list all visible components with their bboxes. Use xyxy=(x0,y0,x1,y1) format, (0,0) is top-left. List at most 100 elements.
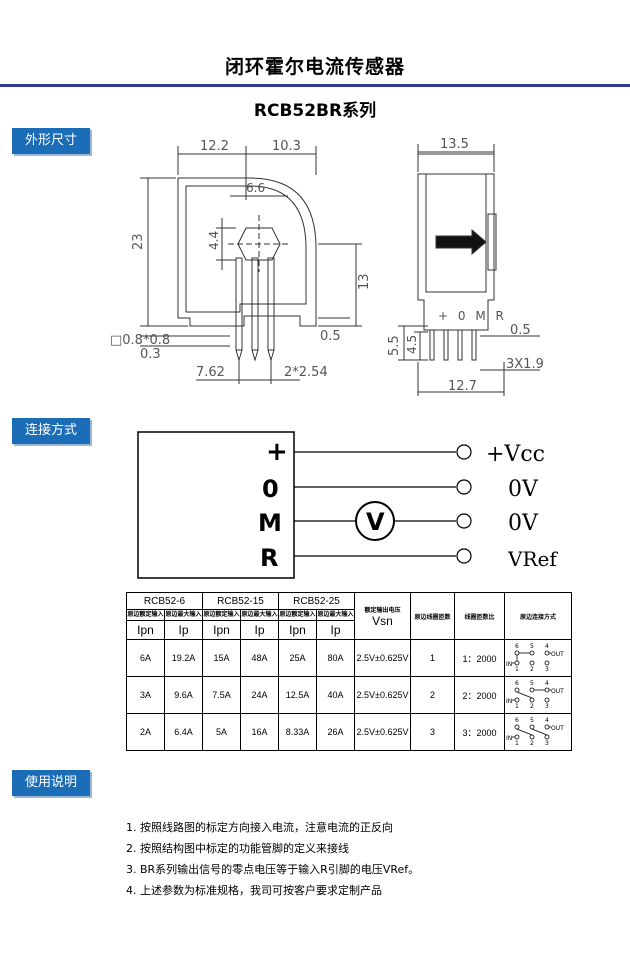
voltmeter-label: V xyxy=(366,508,385,536)
symbol-ip: Ip xyxy=(240,620,279,640)
group-rcb52-25: RCB52-25 xyxy=(278,592,355,610)
note-item: 1. 按照线路图的标定方向接入电流，注意电流的正反向 xyxy=(126,821,393,834)
svg-text:5: 5 xyxy=(530,680,534,687)
svg-text:2: 2 xyxy=(530,666,534,672)
section-connection-tab: 连接方式 xyxy=(12,418,90,444)
section-usage-tab: 使用说明 xyxy=(12,770,90,796)
svg-text:5: 5 xyxy=(530,643,534,650)
dim-side-1: 5.5 xyxy=(387,335,402,356)
svg-text:IN: IN xyxy=(506,661,512,668)
svg-text:5: 5 xyxy=(530,717,534,724)
svg-text:OUT: OUT xyxy=(551,651,564,658)
table-cell: 2 xyxy=(410,676,455,714)
dim-pitch-2: 2*2.54 xyxy=(284,365,328,380)
svg-text:1: 1 xyxy=(515,666,519,672)
table-row: 2A 6.4A 5A 16A 8.33A 26A 2.5V±0.625V 3 3… xyxy=(126,713,572,751)
group-rcb52-6: RCB52-6 xyxy=(126,592,203,610)
terminal-vref xyxy=(456,548,472,564)
table-cell: 3：2000 xyxy=(454,713,505,751)
vsn-header: 额定输出电压 xyxy=(364,607,401,614)
side-body-outline xyxy=(417,173,495,331)
section-dimensions-tab: 外形尺寸 xyxy=(12,128,90,154)
pin-0-label: 0 xyxy=(262,475,279,503)
front-body-outline xyxy=(177,177,317,327)
terminal-0v-2 xyxy=(456,513,472,529)
table-cell: 80A xyxy=(316,639,355,677)
svg-text:OUT: OUT xyxy=(551,725,564,732)
table-row: 6A 19.2A 15A 48A 25A 80A 2.5V±0.625V 1 1… xyxy=(126,639,572,677)
sub-header: 原边最大输入 xyxy=(164,609,203,621)
dim-side-width: 13.5 xyxy=(440,137,469,152)
svg-text:2: 2 xyxy=(530,740,534,746)
table-cell: 25A xyxy=(278,639,317,677)
table-cell: 24A xyxy=(240,676,279,714)
table-cell: 6.4A xyxy=(164,713,203,751)
symbol-ipn: Ipn xyxy=(126,620,165,640)
side-pin-marks: + 0 M R xyxy=(438,309,507,323)
table-cell: 7.5A xyxy=(202,676,241,714)
svg-text:6: 6 xyxy=(515,717,519,724)
table-cell: 26A xyxy=(316,713,355,751)
dim-thickness-2: 0.3 xyxy=(140,347,161,362)
vsn-header-cell: 额定输出电压 Vsn xyxy=(354,592,411,640)
output-vref: VRef xyxy=(507,547,558,571)
current-direction-arrow xyxy=(435,228,487,256)
svg-text:IN: IN xyxy=(506,735,512,742)
svg-text:3: 3 xyxy=(545,703,549,709)
svg-text:6: 6 xyxy=(515,680,519,687)
table-cell: 9.6A xyxy=(164,676,203,714)
table-cell: 19.2A xyxy=(164,639,203,677)
table-row: 3A 9.6A 7.5A 24A 12.5A 40A 2.5V±0.625V 2… xyxy=(126,676,572,714)
note-item: 4. 上述参数为标准规格，我司可按客户要求定制产品 xyxy=(126,884,382,897)
table-cell: 2.5V±0.625V xyxy=(354,713,411,751)
series-title: RCB52BR系列 xyxy=(253,101,377,121)
table-cell: 2：2000 xyxy=(454,676,505,714)
svg-text:1: 1 xyxy=(515,703,519,709)
output-0v-2: 0V xyxy=(508,511,539,536)
symbol-ipn: Ipn xyxy=(202,620,241,640)
ratio-header: 线圈匝数比 xyxy=(454,592,505,640)
turns-header: 原边线圈匝数 xyxy=(410,592,455,640)
dim-hole-width: 6.6 xyxy=(246,181,265,195)
dim-side-5: 12.7 xyxy=(448,379,477,394)
svg-text:OUT: OUT xyxy=(551,688,564,695)
usage-notes: 1. 按照线路图的标定方向接入电流，注意电流的正反向 2. 按照结构图中标定的功… xyxy=(126,817,419,901)
output-vcc: +Vcc xyxy=(486,442,545,467)
output-0v-1: 0V xyxy=(508,477,539,502)
svg-text:1: 1 xyxy=(515,740,519,746)
table-cell: 16A xyxy=(240,713,279,751)
pin-m-label: M xyxy=(258,509,282,537)
symbol-ipn: Ipn xyxy=(278,620,317,640)
svg-text:2: 2 xyxy=(530,703,534,709)
dim-side-4: 3X1.9 xyxy=(506,357,544,372)
table-cell: 5A xyxy=(202,713,241,751)
sub-header: 原边额定输入 xyxy=(202,609,241,621)
dim-width-right: 10.3 xyxy=(272,139,301,154)
sub-header: 原边额定输入 xyxy=(126,609,165,621)
table-cell: 3A xyxy=(126,676,165,714)
svg-text:6: 6 xyxy=(515,643,519,650)
table-cell: 1：2000 xyxy=(454,639,505,677)
front-inner-outline xyxy=(185,185,307,313)
pin-1 xyxy=(235,257,243,351)
voltmeter xyxy=(355,501,395,541)
dim-hole-height: 4.4 xyxy=(207,231,221,250)
table-cell: 40A xyxy=(316,676,355,714)
note-item: 3. BR系列输出信号的零点电压等于输入R引脚的电压VRef。 xyxy=(126,863,420,876)
sub-header: 原边额定输入 xyxy=(278,609,317,621)
svg-text:4: 4 xyxy=(545,680,549,687)
table-cell: 2.5V±0.625V xyxy=(354,676,411,714)
pin-2 xyxy=(251,257,259,351)
symbol-ip: Ip xyxy=(316,620,355,640)
table-cell: 3 xyxy=(410,713,455,751)
dim-body-height: 13 xyxy=(357,273,372,290)
svg-text:4: 4 xyxy=(545,643,549,650)
sub-header: 原边最大输入 xyxy=(240,609,279,621)
table-cell: 48A xyxy=(240,639,279,677)
dim-thickness-1: 0.5 xyxy=(320,329,341,344)
